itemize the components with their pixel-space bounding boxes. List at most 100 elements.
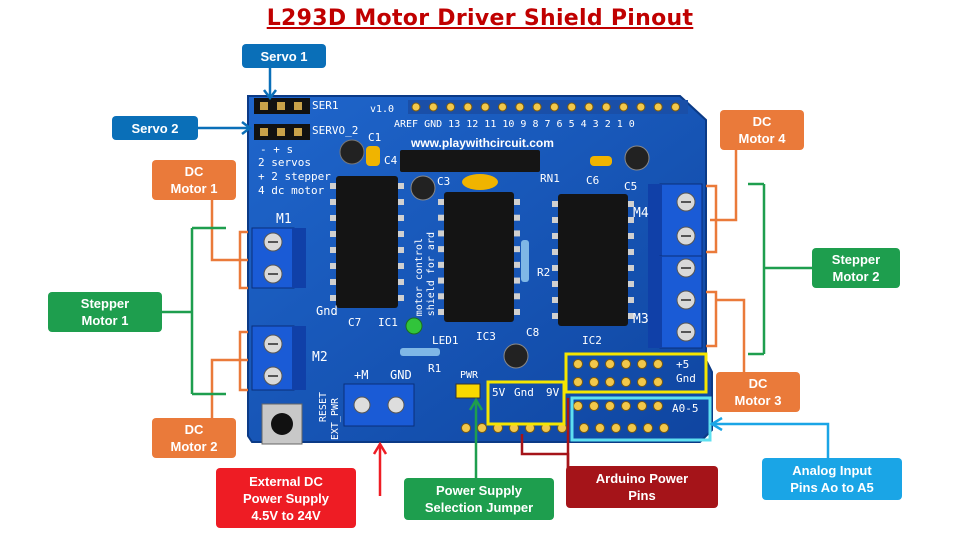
capacitor-c5 <box>624 145 650 171</box>
silk-polarity: - + s <box>260 143 294 156</box>
ic-pin <box>330 295 336 301</box>
silk-gnd: Gnd <box>316 304 338 318</box>
ic-pin <box>330 183 336 189</box>
silk-m2: M2 <box>312 350 328 365</box>
header-pin <box>637 401 647 411</box>
ic-pin <box>438 199 444 205</box>
ic-pin <box>330 247 336 253</box>
header-pin <box>621 377 631 387</box>
header-pin <box>627 423 637 433</box>
ic2-chip <box>558 194 628 326</box>
header-pin <box>611 423 621 433</box>
silk-c4: C4 <box>384 154 398 167</box>
header-pin <box>637 359 647 369</box>
servo1-label: Servo 1 <box>242 44 326 68</box>
servo-pin <box>294 102 302 110</box>
capacitor-c4 <box>410 175 436 201</box>
ic1-chip <box>336 176 398 308</box>
silk-a0-5: A0-5 <box>672 402 699 415</box>
servo-pin <box>260 128 268 136</box>
plus5-gnd-highlight <box>564 352 708 394</box>
servo-pin <box>277 102 285 110</box>
ic-pin <box>628 313 634 319</box>
header-pin <box>584 102 594 112</box>
capacitor-c8 <box>503 343 529 369</box>
silk-gnd-right: Gnd <box>676 372 696 385</box>
servo-pin <box>260 102 268 110</box>
silk-gnd-arduino: Gnd <box>514 386 534 399</box>
header-pin <box>498 102 507 112</box>
header-pin <box>659 423 669 433</box>
silk-m3: M3 <box>633 312 649 327</box>
header-pin <box>579 423 589 433</box>
silk-c6: C6 <box>586 174 600 187</box>
analog-input-label: Analog Input Pins Ao to A5 <box>762 458 902 500</box>
stepper1-label: Stepper Motor 1 <box>48 292 162 332</box>
ic-pin <box>552 297 558 303</box>
silk-5v: 5V <box>492 386 506 399</box>
led1 <box>405 317 423 335</box>
ic-pin <box>330 231 336 237</box>
servo-pin <box>277 128 285 136</box>
ic-pin <box>552 281 558 287</box>
ic-pin <box>628 249 634 255</box>
ic-pin <box>628 201 634 207</box>
silk-ic1: IC1 <box>378 316 398 329</box>
website-text: www.playwithcircuit.com <box>411 136 554 150</box>
terminal-block-m4 <box>648 183 703 257</box>
header-pin <box>589 377 599 387</box>
ic-pin <box>398 199 404 205</box>
capacitor-c1 <box>339 139 365 165</box>
reset-button <box>261 403 303 445</box>
ic-pin <box>552 217 558 223</box>
header-pin <box>411 102 421 112</box>
ic-pin <box>438 293 444 300</box>
silk-modes: 2 servos + 2 stepper 4 dc motor <box>258 156 331 197</box>
ic-pin <box>438 214 444 221</box>
header-pin <box>605 377 615 387</box>
dc-motor2-label: DC Motor 2 <box>152 418 236 458</box>
header-pin <box>653 377 663 387</box>
header-pin <box>636 102 646 112</box>
header-pin <box>589 401 599 411</box>
digital-header <box>408 100 688 114</box>
header-pin <box>671 102 680 112</box>
silk-motor-control: motor control shield for ard <box>414 232 437 317</box>
header-pin <box>637 377 647 387</box>
ic-pin <box>514 261 520 268</box>
ic-pin <box>628 265 634 271</box>
stepper2-label: Stepper Motor 2 <box>812 248 900 288</box>
header-pin <box>461 423 471 433</box>
header-pin <box>605 359 615 369</box>
header-pin <box>477 423 487 433</box>
ic-pin <box>514 309 520 315</box>
arduino-power-highlight <box>486 380 566 426</box>
silk-ser1: SER1 <box>312 99 339 112</box>
ic-pin <box>514 293 520 300</box>
silk-ext-pwr: EXT_PWR <box>330 398 341 441</box>
ic-pin <box>438 261 444 268</box>
ic-pin <box>398 295 404 301</box>
servo2-label: Servo 2 <box>112 116 198 140</box>
silk-ic2: IC2 <box>582 334 602 347</box>
silk-r1: R1 <box>428 362 442 375</box>
header-pin <box>643 423 653 433</box>
ic-pin <box>398 231 404 237</box>
capacitor-c3 <box>462 174 498 190</box>
capacitor-c1-tan <box>366 146 380 166</box>
header-pin <box>515 102 525 112</box>
ic-pin <box>514 199 520 205</box>
pwr-jumper <box>455 383 481 399</box>
ic-pin <box>552 233 558 239</box>
ic-pin <box>514 246 520 253</box>
header-pin <box>605 401 615 411</box>
header-pin <box>653 102 663 112</box>
header-pin <box>653 359 663 369</box>
header-pin <box>589 359 599 369</box>
ic-pin <box>330 199 336 205</box>
servo-pin <box>294 128 302 136</box>
header-pin <box>480 102 490 112</box>
silk-plus-m: +M <box>354 368 369 382</box>
